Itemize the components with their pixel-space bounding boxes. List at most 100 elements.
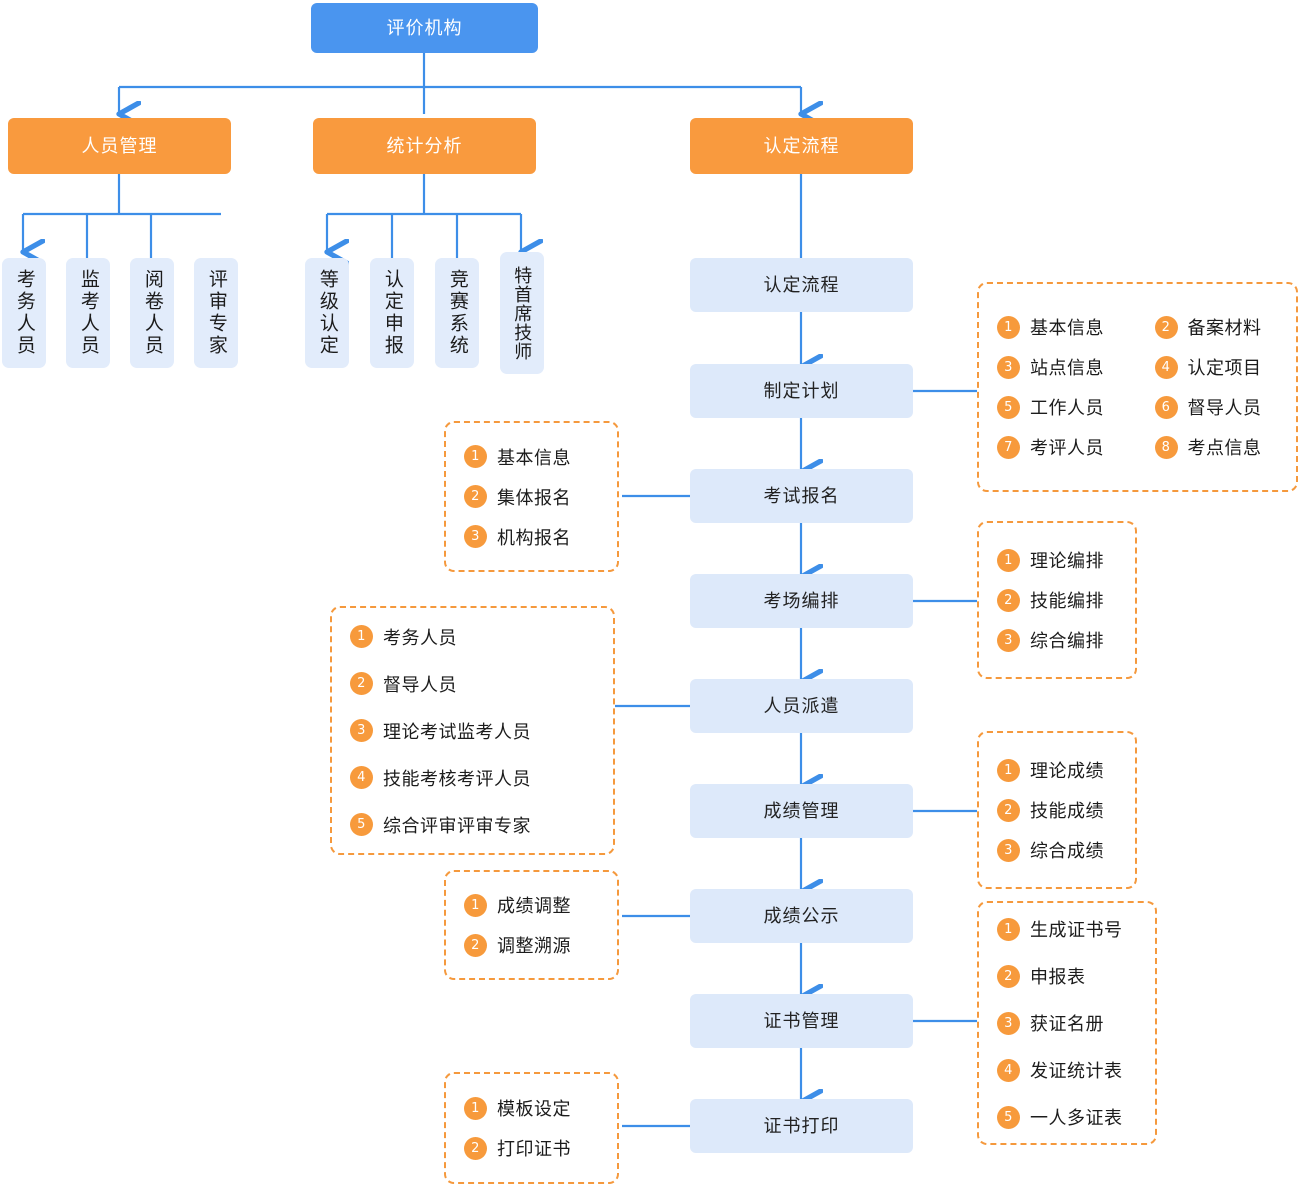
item-number-badge: 1 (350, 625, 373, 648)
item-number-badge: 2 (464, 1136, 487, 1160)
callout-item[interactable]: 5 综合评审评审专家 (350, 812, 595, 838)
callout-item[interactable]: 3 站点信息 (997, 354, 1121, 380)
callout-item[interactable]: 2 督导人员 (350, 671, 595, 697)
leaf-exam-affairs-staff[interactable]: 考务人员 (2, 258, 46, 368)
callout-item[interactable]: 8 考点信息 (1154, 434, 1279, 460)
callout-item[interactable]: 1 考务人员 (350, 624, 595, 650)
item-number-badge: 3 (464, 525, 487, 548)
item-label: 综合评审评审专家 (383, 815, 531, 836)
node-root-evaluation-agency[interactable]: 评价机构 (311, 3, 538, 53)
callout-item[interactable]: 2 申报表 (997, 963, 1137, 989)
item-label: 打印证书 (497, 1139, 571, 1159)
callout-item-list: 1 基本信息 2 备案材料 3 站点信息 4 认定项目 5 工作人员 6 督导人… (997, 314, 1278, 460)
step-zhengshu-guanli[interactable]: 证书管理 (690, 994, 913, 1048)
callout-item[interactable]: 1 理论成绩 (997, 757, 1117, 783)
leaf-certification-application[interactable]: 认定申报 (370, 258, 414, 368)
item-label: 技能编排 (1030, 591, 1104, 611)
item-label: 生成证书号 (1030, 920, 1123, 940)
callout-kaoshi-baoming: 1 基本信息 2 集体报名 3 机构报名 (444, 421, 619, 572)
item-number-badge: 5 (997, 1105, 1020, 1129)
step-chengji-gongshi[interactable]: 成绩公示 (690, 889, 913, 943)
callout-item[interactable]: 2 技能成绩 (997, 797, 1117, 823)
item-label: 技能成绩 (1030, 801, 1104, 821)
callout-item[interactable]: 1 生成证书号 (997, 916, 1137, 942)
item-label: 站点信息 (1030, 358, 1104, 378)
leaf-chief-technician[interactable]: 特首席技师 (500, 252, 544, 374)
step-kaochang-bianpai[interactable]: 考场编排 (690, 574, 913, 628)
item-number-badge: 6 (1154, 395, 1178, 419)
node-category-label: 认定流程 (763, 135, 840, 156)
callout-item[interactable]: 2 备案材料 (1154, 314, 1279, 340)
step-zhiding-jihua[interactable]: 制定计划 (690, 364, 913, 418)
callout-item[interactable]: 7 考评人员 (997, 434, 1121, 460)
item-number-badge: 1 (997, 917, 1020, 941)
item-label: 理论考试监考人员 (383, 721, 531, 742)
item-number-badge: 1 (464, 445, 487, 468)
item-number-badge: 1 (997, 548, 1020, 572)
callout-item[interactable]: 2 集体报名 (464, 484, 599, 510)
node-category-label: 人员管理 (81, 135, 158, 156)
item-number-badge: 4 (1154, 355, 1178, 379)
callout-item[interactable]: 6 督导人员 (1154, 394, 1279, 420)
leaf-competition-system[interactable]: 竞赛系统 (435, 258, 479, 368)
callout-item[interactable]: 2 技能编排 (997, 587, 1117, 613)
item-number-badge: 3 (997, 1011, 1020, 1035)
node-category-certification-process[interactable]: 认定流程 (690, 118, 913, 174)
node-category-statistics-analysis[interactable]: 统计分析 (313, 118, 536, 174)
item-label: 考评人员 (1030, 438, 1104, 458)
callout-item[interactable]: 1 模板设定 (464, 1095, 599, 1121)
item-label: 基本信息 (497, 447, 571, 468)
item-label: 综合成绩 (1030, 841, 1104, 861)
step-kaoshi-baoming[interactable]: 考试报名 (690, 469, 913, 523)
callout-item[interactable]: 2 调整溯源 (464, 932, 599, 958)
callout-chengji-guanli: 1 理论成绩 2 技能成绩 3 综合成绩 (977, 731, 1137, 889)
callout-item-list: 1 成绩调整 2 调整溯源 (464, 892, 599, 958)
leaf-review-expert[interactable]: 评审专家 (194, 258, 238, 368)
callout-item-list: 1 基本信息 2 集体报名 3 机构报名 (464, 444, 599, 550)
item-number-badge: 5 (350, 813, 373, 836)
item-label: 理论成绩 (1030, 761, 1104, 781)
callout-chengji-gongshi: 1 成绩调整 2 调整溯源 (444, 870, 619, 980)
callout-item[interactable]: 4 发证统计表 (997, 1057, 1137, 1083)
callout-item[interactable]: 5 一人多证表 (997, 1104, 1137, 1130)
step-chengji-guanli[interactable]: 成绩管理 (690, 784, 913, 838)
leaf-label: 考务人员 (13, 269, 35, 357)
callout-kaochang-bianpai: 1 理论编排 2 技能编排 3 综合编排 (977, 521, 1137, 679)
callout-item[interactable]: 3 综合成绩 (997, 837, 1117, 863)
item-label: 申报表 (1030, 967, 1086, 987)
callout-item[interactable]: 3 综合编排 (997, 627, 1117, 653)
callout-item[interactable]: 1 基本信息 (464, 444, 599, 470)
leaf-marking-staff[interactable]: 阅卷人员 (130, 258, 174, 368)
step-rending-liucheng[interactable]: 认定流程 (690, 258, 913, 312)
item-number-badge: 2 (464, 933, 487, 957)
node-category-personnel-management[interactable]: 人员管理 (8, 118, 231, 174)
callout-item[interactable]: 5 工作人员 (997, 394, 1121, 420)
item-label: 基本信息 (1030, 318, 1104, 338)
callout-item[interactable]: 1 理论编排 (997, 547, 1117, 573)
callout-item[interactable]: 3 机构报名 (464, 524, 599, 550)
callout-item[interactable]: 2 打印证书 (464, 1135, 599, 1161)
item-number-badge: 2 (997, 964, 1020, 988)
callout-item[interactable]: 1 基本信息 (997, 314, 1121, 340)
item-label: 考点信息 (1187, 438, 1262, 458)
node-root-label: 评价机构 (386, 17, 463, 38)
callout-item[interactable]: 3 获证名册 (997, 1010, 1137, 1036)
item-label: 模板设定 (497, 1099, 571, 1119)
item-number-badge: 3 (350, 719, 373, 742)
item-label: 工作人员 (1030, 398, 1104, 418)
item-label: 调整溯源 (497, 936, 571, 956)
callout-zhengshu-dayin: 1 模板设定 2 打印证书 (444, 1072, 619, 1184)
leaf-label: 阅卷人员 (141, 269, 163, 357)
leaf-grade-certification[interactable]: 等级认定 (305, 258, 349, 368)
step-renyuan-paiqian[interactable]: 人员派遣 (690, 679, 913, 733)
callout-item[interactable]: 4 认定项目 (1154, 354, 1279, 380)
callout-item[interactable]: 3 理论考试监考人员 (350, 718, 595, 744)
leaf-label: 竞赛系统 (446, 269, 468, 357)
step-zhengshu-dayin[interactable]: 证书打印 (690, 1099, 913, 1153)
leaf-invigilator-staff[interactable]: 监考人员 (66, 258, 110, 368)
item-number-badge: 4 (997, 1058, 1020, 1082)
callout-item[interactable]: 4 技能考核考评人员 (350, 765, 595, 791)
callout-item[interactable]: 1 成绩调整 (464, 892, 599, 918)
step-label: 证书管理 (763, 1010, 840, 1031)
